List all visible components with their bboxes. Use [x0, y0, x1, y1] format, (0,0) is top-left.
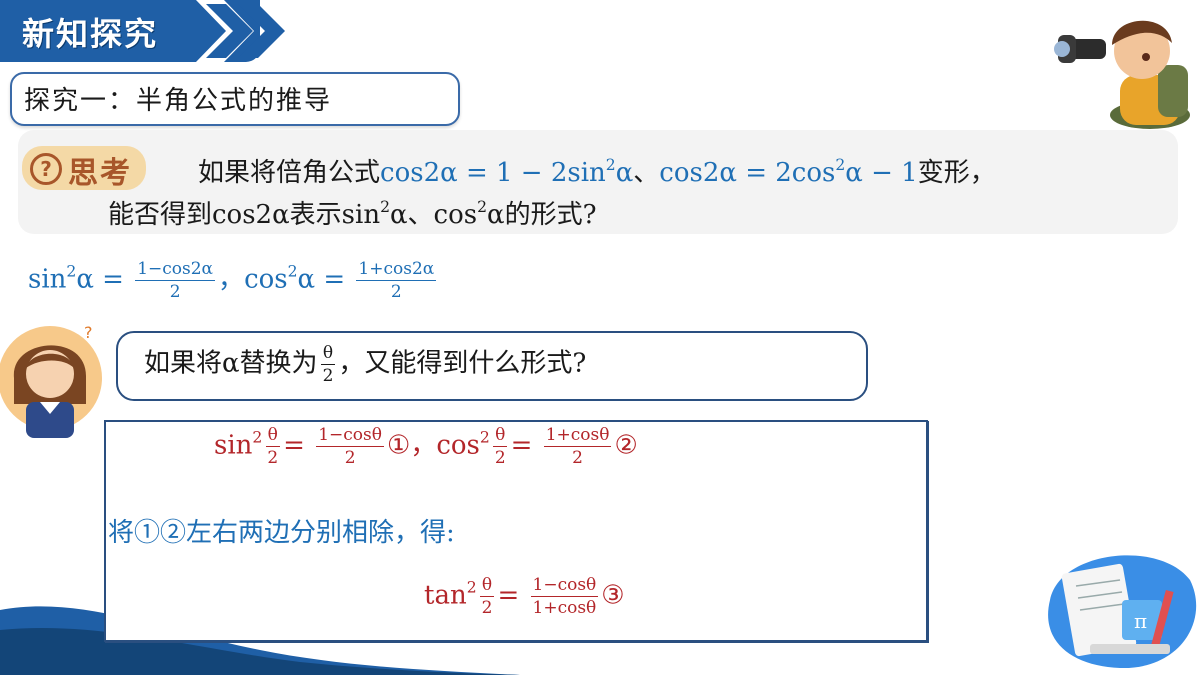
boy-binoculars-illustration — [1054, 20, 1190, 129]
think-text: 如果将倍角公式 — [198, 158, 381, 188]
svg-text:π: π — [1134, 609, 1147, 633]
section-subtitle-box — [10, 72, 460, 126]
formula-cos2a-2: cos2α = 2cos2α − 1 — [659, 156, 918, 188]
answer-box — [104, 420, 928, 642]
marker-3: ③ — [601, 580, 625, 611]
formula-cos2a-1: cos2α = 1 − 2sin2α — [380, 156, 634, 188]
think-badge-label: 思考 — [68, 156, 132, 191]
think-line-2: 能否得到cos2α表示sin2α、cos2α的形式? — [108, 198, 597, 230]
marker-1: ① — [387, 430, 411, 461]
page-title: 新知探究 — [22, 15, 159, 53]
think-line-1: 如果将倍角公式cos2α = 1 − 2sin2α、cos2α = 2cos2α… — [198, 156, 996, 188]
question-mark-icon: ? — [30, 153, 62, 185]
divide-instruction: 将①②左右两边分别相除，得: — [108, 518, 455, 548]
question-bubble — [116, 331, 868, 401]
section-subtitle: 探究一：半角公式的推导 — [24, 86, 333, 116]
math-stationery-illustration: π — [1048, 555, 1197, 669]
thinking-girl-illustration: ? — [0, 323, 102, 438]
marker-2: ② — [614, 430, 638, 461]
think-panel — [18, 130, 1178, 234]
svg-text:?: ? — [84, 323, 93, 342]
chevron-right-icon — [196, 0, 285, 62]
